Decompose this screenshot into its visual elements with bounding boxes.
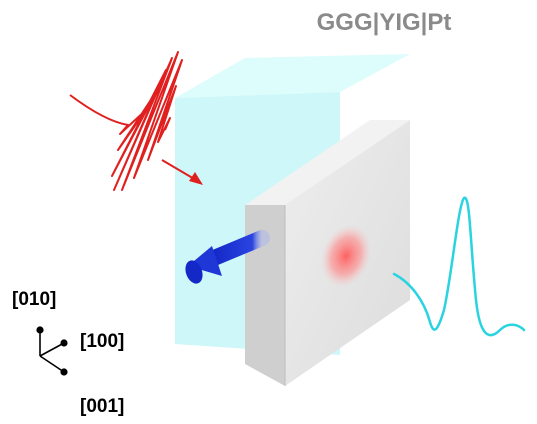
axis-label-010: [010] [12, 289, 56, 310]
pulse-arrowhead [189, 172, 203, 185]
axis-label-100: [100] [80, 331, 124, 352]
laser-spot [320, 224, 372, 288]
thz-emission-icon [392, 196, 526, 337]
spin-current-arrow-icon [185, 230, 270, 284]
sample-title: GGG|YIG|Pt [317, 9, 452, 36]
axis-label-001: [001] [80, 396, 124, 417]
crystal-axes-icon [36, 326, 68, 376]
laser-pulse-icon [69, 51, 197, 191]
